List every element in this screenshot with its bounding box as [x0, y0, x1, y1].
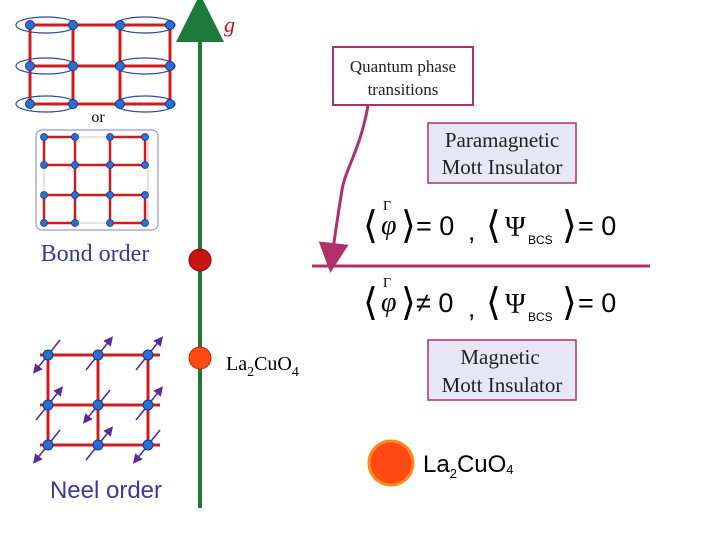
- eq-value: = 0: [416, 211, 454, 241]
- or-label: or: [91, 109, 105, 126]
- svg-text:⟨: ⟨: [486, 205, 501, 247]
- svg-text:⟩: ⟩: [401, 205, 416, 247]
- compound-label-large: La2CuO4: [423, 451, 514, 481]
- compound-label: La2CuO4: [226, 353, 299, 380]
- neel-lattice: [33, 336, 163, 464]
- svg-text:Γ: Γ: [383, 276, 391, 291]
- eq2-value: = 0: [578, 211, 616, 241]
- svg-text:⟩: ⟩: [562, 205, 577, 247]
- bond-lattice-plaquette: [35, 129, 159, 231]
- phi-symbol: φ: [381, 210, 397, 241]
- qpt-callout-line1: Quantum phase: [350, 57, 456, 76]
- svg-text:⟩: ⟩: [401, 282, 416, 324]
- bcs-sub: BCS: [528, 233, 553, 247]
- equation-upper: ⟨ φ Γ ⟩ = 0 , ⟨ Ψ BCS ⟩ = 0: [363, 199, 616, 247]
- paramagnetic-box: [427, 122, 577, 184]
- eq-comma: ,: [468, 293, 475, 323]
- svg-text:⟨: ⟨: [486, 282, 501, 324]
- g-axis-label: g: [224, 12, 235, 37]
- bond-lattice-top: [15, 16, 176, 113]
- eq2-value: = 0: [578, 288, 616, 318]
- paramagnetic-line2: Mott Insulator: [442, 155, 563, 179]
- neq-value: ≠ 0: [416, 288, 453, 318]
- qpt-callout-box: [332, 46, 474, 106]
- psi-symbol: Ψ: [505, 212, 526, 243]
- svg-text:⟨: ⟨: [363, 282, 378, 324]
- neel-order-label: Neel order: [50, 477, 162, 504]
- bond-order-label: Bond order: [41, 241, 150, 267]
- paramagnetic-line1: Paramagnetic: [445, 128, 559, 152]
- bcs-sub: BCS: [528, 310, 553, 324]
- eq-comma: ,: [468, 216, 475, 246]
- svg-text:⟨: ⟨: [363, 205, 378, 247]
- magnetic-line2: Mott Insulator: [442, 373, 563, 397]
- magnetic-line1: Magnetic: [460, 345, 539, 369]
- magnetic-box: [427, 339, 577, 401]
- equation-lower: ⟨ φ Γ ⟩ ≠ 0 , ⟨ Ψ BCS ⟩ = 0: [363, 276, 616, 324]
- phi-symbol: φ: [381, 287, 397, 318]
- qpt-callout-line2: transitions: [368, 80, 439, 99]
- svg-text:⟩: ⟩: [562, 282, 577, 324]
- compound-dot: [188, 346, 212, 370]
- psi-symbol: Ψ: [505, 289, 526, 320]
- svg-text:Γ: Γ: [383, 199, 391, 214]
- critical-point-dot: [188, 248, 212, 272]
- qpt-arrow: [318, 105, 370, 273]
- compound-marker-large: [367, 439, 415, 487]
